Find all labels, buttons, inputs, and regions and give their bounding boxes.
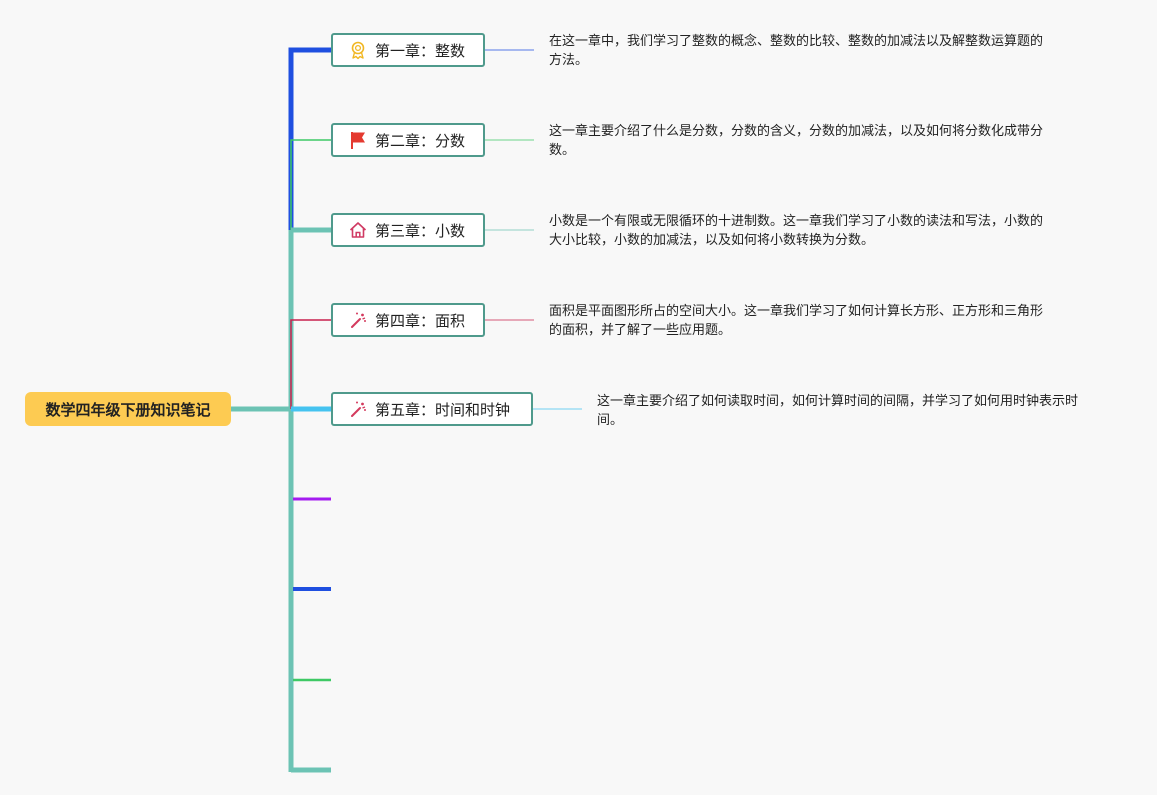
chapter-note-2: 这一章主要介绍了什么是分数，分数的含义，分数的加减法，以及如何将分数化成带分数。 xyxy=(549,124,1044,158)
chapter-note-5: 这一章主要介绍了如何读取时间，如何计算时间的间隔，并学习了如何用时钟表示时间。 xyxy=(597,394,1079,428)
magic-wand-icon xyxy=(348,310,368,330)
chapter-note-4: 面积是平面图形所占的空间大小。这一章我们学习了如何计算长方形、正方形和三角形的面… xyxy=(549,304,1044,338)
chapter-node-5[interactable]: 第五章：时间和时钟 xyxy=(331,392,533,426)
chapter-note-1: 在这一章中，我们学习了整数的概念、整数的比较、整数的加减法以及解整数运算题的方法… xyxy=(549,34,1044,68)
chapter-label: 第四章：面积 xyxy=(375,311,466,330)
red-flag-icon xyxy=(348,130,368,150)
magic-wand-icon xyxy=(348,399,368,419)
branch-chapter-4 xyxy=(290,319,331,409)
root-topic-label: 数学四年级下册知识笔记 xyxy=(45,400,211,419)
chapter-node-4[interactable]: 第四章：面积 xyxy=(331,303,485,337)
chapter-node-1[interactable]: 第一章：整数 xyxy=(331,33,485,67)
chapter-label: 第二章：分数 xyxy=(375,131,466,150)
root-topic[interactable]: 数学四年级下册知识笔记 xyxy=(25,392,231,426)
award-ribbon-icon xyxy=(348,40,368,60)
chapter-node-2[interactable]: 第二章：分数 xyxy=(331,123,485,157)
chapter-label: 第一章：整数 xyxy=(375,41,466,60)
home-icon xyxy=(348,220,368,240)
chapter-label: 第五章：时间和时钟 xyxy=(375,400,511,419)
chapter-node-3[interactable]: 第三章：小数 xyxy=(331,213,485,247)
chapter-note-3: 小数是一个有限或无限循环的十进制数。这一章我们学习了小数的读法和写法，小数的大小… xyxy=(549,214,1044,248)
branch-chapter-2 xyxy=(290,139,331,230)
chapter-label: 第三章：小数 xyxy=(375,221,466,240)
